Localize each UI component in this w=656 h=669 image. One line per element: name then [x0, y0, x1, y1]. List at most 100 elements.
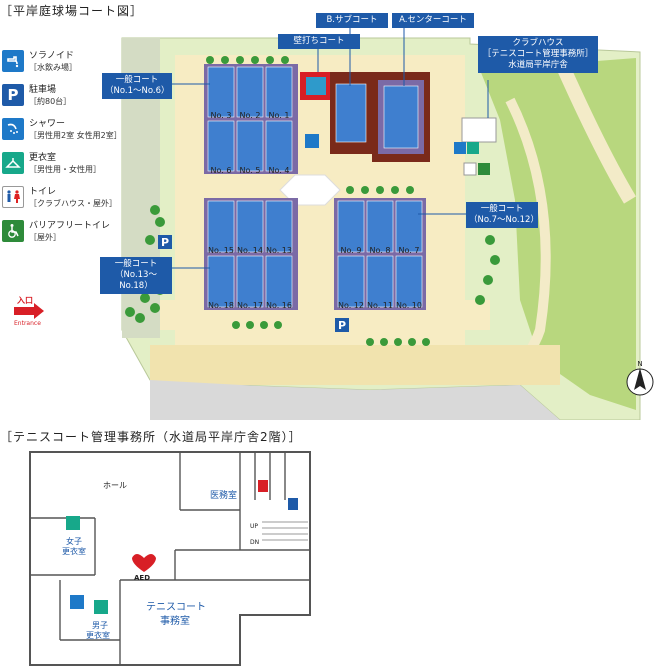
court-label: No. 13	[266, 246, 292, 255]
court-label: No. 18	[208, 301, 234, 310]
callout-line: 水道局平岸庁舎	[508, 60, 568, 70]
callout-line: 一般コート	[114, 259, 158, 269]
callout-line: 一般コート	[115, 75, 159, 85]
legend-label: バリアフリートイレ	[29, 221, 111, 231]
stair-label: DN	[250, 539, 259, 546]
callout-wall-court: 壁打ちコート	[278, 34, 360, 49]
clubhouse	[461, 117, 497, 143]
legend-label: 駐車場	[29, 85, 57, 95]
callout-general-13-18: 一般コート （No.13〜No.18）	[100, 257, 172, 294]
callout-general-1-6: 一般コート （No.1〜No.6）	[102, 73, 172, 99]
legend-label: ソラノイド	[29, 51, 74, 61]
legend-label: 更衣室	[29, 153, 57, 163]
court-label: No. 6	[211, 166, 232, 175]
men-locker-icon	[94, 600, 108, 614]
faucet-icon	[2, 50, 24, 72]
legend-sub: ［屋外］	[29, 233, 61, 242]
perimeter-road	[150, 380, 560, 420]
wheelchair-icon	[2, 220, 24, 242]
parking-marker-icon	[335, 318, 349, 332]
legend-item-faucet: ソラノイド ［水飲み場］	[2, 50, 122, 74]
court-label: No. 11	[367, 301, 393, 310]
court-label: No. 7	[399, 246, 420, 255]
shower-icon	[2, 118, 24, 140]
aed-icon	[132, 554, 156, 572]
center-court-surface	[383, 85, 419, 149]
legend-sub: ［男性用・女性用］	[29, 165, 101, 174]
parking-icon: P	[2, 84, 24, 106]
court-label: No. 16	[266, 301, 292, 310]
aed-label: AED	[134, 574, 150, 582]
room-label: 女子	[66, 536, 82, 546]
hanger-icon	[2, 152, 24, 174]
wall-court-surface	[306, 77, 326, 95]
court-label: No. 14	[237, 246, 263, 255]
parking-marker-label: P	[338, 319, 346, 332]
toilet-marker-icon	[288, 498, 298, 510]
room-label: ホール	[103, 481, 127, 490]
legend-item-parking: P 駐車場 ［約80台］	[2, 84, 122, 108]
entrance-arrow	[14, 303, 44, 319]
office-map-title: ［テニスコート管理事務所（水道局平岸庁舎2階）］	[0, 430, 302, 444]
toilet-icon	[2, 186, 24, 208]
court-label: No. 1	[269, 111, 290, 120]
wheelchair-marker-icon	[478, 163, 490, 175]
legend-item-shower: シャワー ［男性用2室 女性用2室］	[2, 118, 122, 142]
court-label: No. 8	[370, 246, 391, 255]
court-label: No. 2	[240, 111, 261, 120]
women-locker-icon	[66, 516, 80, 530]
faucet-marker-icon	[305, 134, 319, 148]
legend-sub: ［水飲み場］	[29, 63, 77, 72]
north-label: N	[637, 360, 642, 368]
legend-label: シャワー	[29, 119, 66, 129]
legend-sub: ［約80台］	[29, 97, 72, 106]
court-label: No. 17	[237, 301, 263, 310]
parking-marker-icon	[158, 235, 172, 249]
legend-label: トイレ	[29, 187, 57, 197]
legend: ソラノイド ［水飲み場］ P 駐車場 ［約80台］ シャワー ［男性用2室 女性用2室…	[2, 50, 122, 254]
callout-general-7-12: 一般コート （No.7〜No.12）	[466, 202, 539, 228]
legend-sub: ［クラブハウス・屋外］	[29, 199, 117, 208]
entrance-label: 入口	[16, 296, 33, 305]
room-label: テニスコート	[146, 602, 206, 613]
park-map: P P No. 3 No. 2 No. 1 No. 6 No. 5 No. 4 …	[14, 26, 654, 420]
parking-marker-label: P	[161, 236, 169, 249]
stair-label: UP	[250, 523, 258, 530]
room-label: 更衣室	[62, 546, 86, 556]
road-path	[553, 57, 637, 204]
room-label: 事務室	[160, 614, 190, 627]
callout-line: クラブハウス	[512, 38, 564, 48]
legend-sub: ［男性用2室 女性用2室］	[29, 131, 122, 140]
court-label: No. 9	[341, 246, 362, 255]
park-map-title: ［平岸庭球場コート図］	[0, 4, 144, 18]
legend-item-locker: 更衣室 ［男性用・女性用］	[2, 152, 122, 176]
callout-line: ［テニスコート管理事務所］	[482, 49, 594, 59]
locker-marker-icon	[467, 142, 479, 154]
court-label: No. 10	[396, 301, 422, 310]
toilet-marker-icon	[463, 162, 477, 176]
callout-clubhouse: クラブハウス ［テニスコート管理事務所］ 水道局平岸庁舎	[478, 36, 598, 73]
room-label: 更衣室	[86, 630, 110, 640]
callout-line: （No.1〜No.6）	[105, 86, 170, 96]
court-label: No. 4	[269, 166, 290, 175]
plaza-center	[279, 174, 341, 206]
court-label: No. 5	[240, 166, 261, 175]
shower-marker-icon	[454, 142, 466, 154]
callout-line: （No.7〜No.12）	[469, 215, 539, 225]
room-label: 男子	[92, 621, 108, 630]
legend-item-toilet: トイレ ［クラブハウス・屋外］	[2, 186, 122, 210]
entrance-label-en: Entrance	[14, 320, 41, 327]
callout-line: 一般コート	[480, 204, 524, 214]
legend-item-barrierfree: バリアフリートイレ ［屋外］	[2, 220, 122, 244]
court-label: No. 15	[208, 246, 234, 255]
toilet-marker-icon	[258, 480, 268, 492]
room-label: 医務室	[210, 489, 237, 501]
callout-sub-court: B.サブコート	[316, 13, 388, 28]
court-label: No. 12	[338, 301, 364, 310]
court-label: No. 3	[211, 111, 232, 120]
shower-icon	[70, 595, 84, 609]
callout-center-court: A.センターコート	[392, 13, 474, 28]
sub-court-surface	[335, 83, 367, 143]
callout-line: （No.13〜No.18）	[115, 270, 157, 291]
office-floor-plan: ホール 医務室 女子 更衣室 男子 更衣室 AED テニスコート 事務室 UP …	[29, 451, 311, 666]
